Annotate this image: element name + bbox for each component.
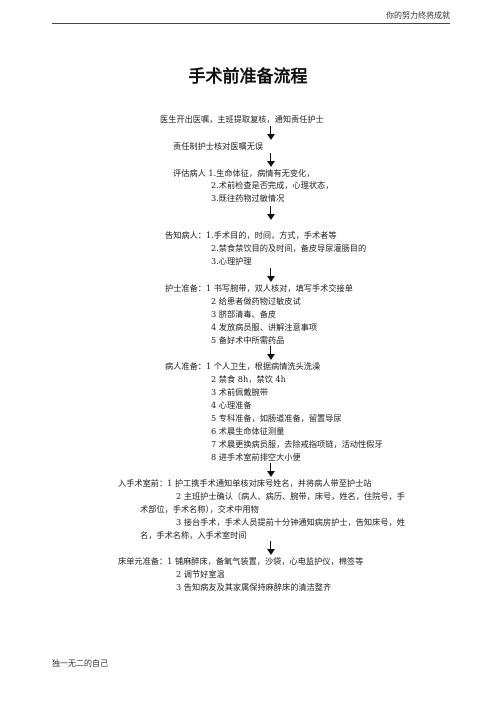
flow-arrow <box>267 268 275 282</box>
patient-prep-line-1: 病人准备：1 个人卫生，根据病情洗头洗澡 <box>165 361 321 371</box>
flow-arrow <box>267 463 275 477</box>
patient-prep-line-6: 6 术晨生命体征测量 <box>211 426 285 436</box>
assess-line-1: 评估病人 1.生命体征，病情有无变化， <box>173 168 315 178</box>
header-text: 你的努力终将成就 <box>386 11 450 20</box>
or-entry-line-4: 3 接台手术，手术人员提前十分钟通知病房护士，告知床号，姓 <box>176 517 405 527</box>
page-header: 你的努力终将成就 <box>0 8 496 24</box>
nurse-prep-line-1: 护士准备：1 书写腕带，双人核对，填写手术交接单 <box>165 283 353 293</box>
inform-line-1: 告知病人：1.手术目的，时间，方式，手术者等 <box>165 230 337 240</box>
or-entry-line-3: 术部位，手术名称），交术中用物 <box>140 504 259 514</box>
assess-line-2: 2.术前检查是否完成，心理状态， <box>211 180 334 190</box>
step-verify-order: 责任制护士核对医嘱无误 <box>173 141 264 151</box>
assess-line-3: 3.既往药物过敏情况 <box>211 193 285 203</box>
flow-arrow <box>267 126 275 140</box>
inform-line-3: 3.心理护理 <box>211 256 252 266</box>
page-footer: 独一无二的自己 <box>52 659 108 668</box>
flow-arrow <box>267 346 275 360</box>
nurse-prep-line-5: 5 备好术中所需药品 <box>211 335 285 345</box>
patient-prep-line-3: 3 术前佩戴腕带 <box>211 387 268 397</box>
document-title: 手术前准备流程 <box>188 67 308 87</box>
bed-unit-line-2: 2 调节好室温 <box>176 569 225 579</box>
flow-arrow <box>267 153 275 167</box>
patient-prep-line-4: 4 心理准备 <box>211 400 252 410</box>
nurse-prep-line-3: 3 脐部清毒、备皮 <box>211 309 277 319</box>
step-doctor-order: 医生开出医嘱，主班提取复核，通知责任护士 <box>160 114 324 124</box>
patient-prep-line-2: 2 禁食 8h，禁饮 4h <box>211 374 286 384</box>
or-entry-line-1: 入手术室前：1 护工携手术通知单核对床号姓名，并将病人带至护士站 <box>118 478 372 488</box>
bed-unit-line-3: 3 告知病友及其家属保持麻醉床的清洁整齐 <box>176 582 332 592</box>
flow-arrow <box>267 206 275 220</box>
inform-line-2: 2.禁食禁饮目的及时间，备皮导尿灌肠目的 <box>211 243 367 253</box>
nurse-prep-line-2: 2 给患者做药物过敏皮试 <box>211 296 301 306</box>
patient-prep-line-7: 7 术晨更换病员服，去除戒指项链，活动性假牙 <box>211 439 383 449</box>
flow-arrow <box>267 541 275 555</box>
patient-prep-line-8: 8 进手术室前排空大小便 <box>211 452 301 462</box>
nurse-prep-line-4: 4 发放病员服、讲解注意事项 <box>211 322 318 332</box>
bed-unit-line-1: 床单元准备：1 铺麻醉床，备氧气装置，沙袋，心电监护仪，棉签等 <box>118 556 364 566</box>
or-entry-line-2: 2 主班护士确认（病人、病历、腕带，床号，姓名，住院号，手 <box>176 491 405 501</box>
or-entry-line-5: 名，手术名称，入手术室时间 <box>140 530 247 540</box>
patient-prep-line-5: 5 专科准备，如肠道准备，留置导尿 <box>211 413 342 423</box>
header-rule <box>52 23 450 24</box>
